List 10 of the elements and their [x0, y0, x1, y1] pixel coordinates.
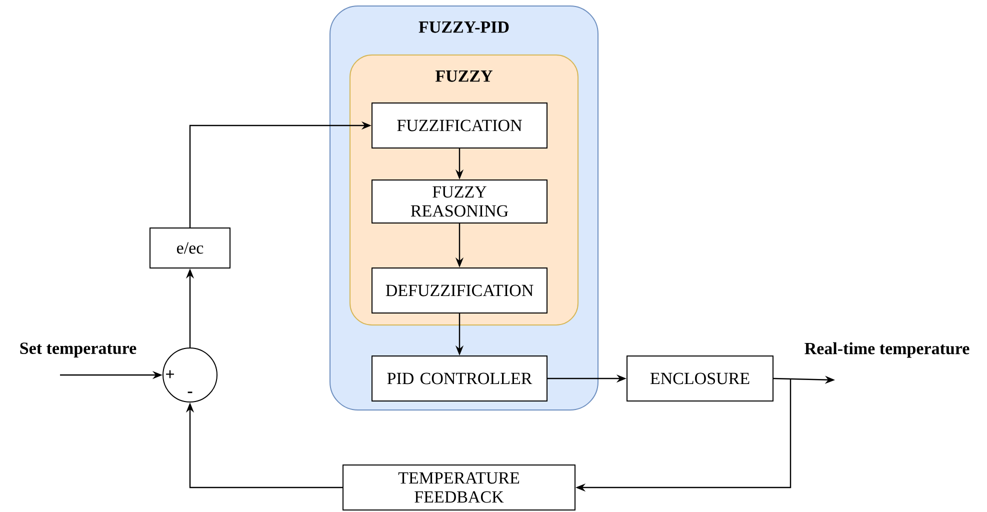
process-box: TEMPERATURE FEEDBACK — [342, 464, 576, 510]
process-box: FUZZIFICATION — [372, 102, 548, 148]
edge-label: Real-time temperature — [803, 341, 971, 359]
process-box: FUZZY REASONING — [372, 180, 548, 224]
process-box: e/ec — [150, 228, 230, 268]
process-box: PID CONTROLLER — [372, 356, 548, 402]
summing-junction: + - — [162, 348, 218, 402]
process-box: ENCLOSURE — [626, 356, 774, 402]
process-box: DEFUZZIFICATION — [372, 268, 548, 314]
edge-label: Set temperature — [18, 342, 138, 358]
